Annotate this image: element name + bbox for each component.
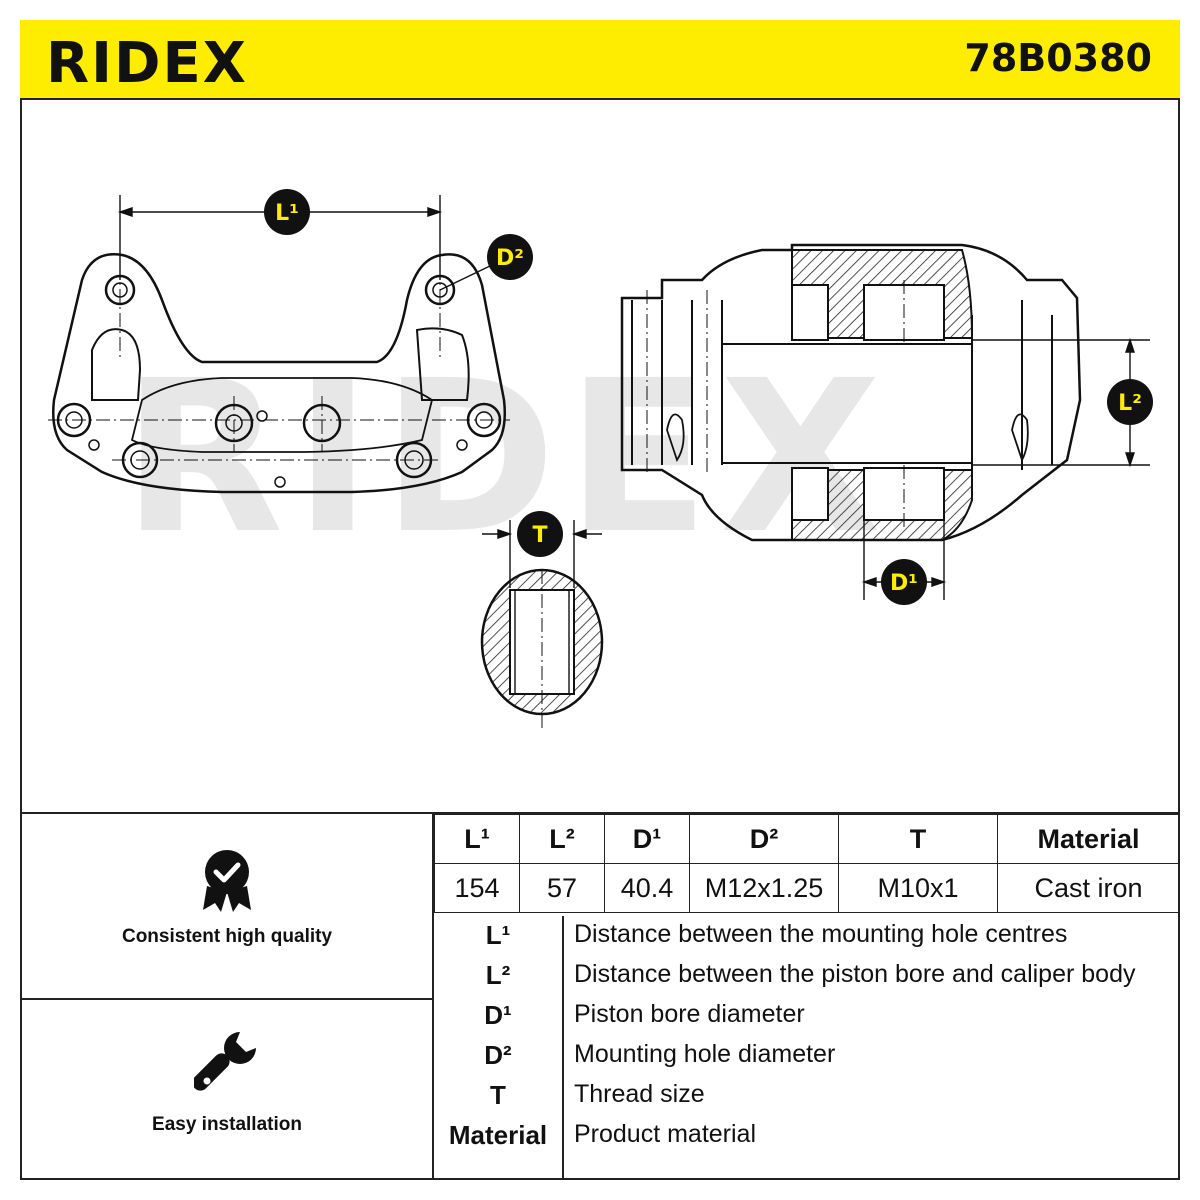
legend-key: L² — [485, 960, 511, 990]
specs-value-l1: 154 — [434, 863, 520, 913]
quality-badge-icon — [203, 850, 251, 912]
dimension-t: T — [482, 511, 602, 588]
legend-description: Thread size — [574, 1080, 705, 1108]
specs-header-d1: D¹ — [604, 814, 690, 864]
caliper-front-view — [48, 253, 510, 494]
specs-header-l2: L² — [519, 814, 605, 864]
legend-description: Mounting hole diameter — [574, 1040, 836, 1068]
specs-value-d1: 40.4 — [604, 863, 690, 913]
legend-key: L¹ — [485, 920, 511, 950]
l1-label: L¹ — [275, 201, 299, 226]
specs-header-t: T — [838, 814, 998, 864]
d1-label: D¹ — [890, 571, 918, 596]
feature-quality-label: Consistent high quality — [121, 926, 333, 947]
specs-value-d2: M12x1.25 — [689, 863, 839, 913]
brand-logo: RIDEX — [46, 31, 248, 92]
specs-value-material: Cast iron — [997, 863, 1180, 913]
dimension-d2: D² — [439, 234, 533, 291]
legend-row: D² Mounting hole diameter — [434, 1034, 1180, 1074]
feature-quality: Consistent high quality — [22, 814, 432, 1000]
legend-key: Material — [448, 1120, 548, 1150]
specs-header-d2: D² — [689, 814, 839, 864]
legend-divider — [562, 916, 564, 1178]
legend-description: Distance between the mounting hole centr… — [574, 920, 1068, 948]
legend-description: Piston bore diameter — [574, 1000, 805, 1028]
feature-installation: Easy installation — [22, 998, 432, 1180]
part-number: 78B0380 — [964, 36, 1152, 80]
technical-drawing: RIDEX — [20, 100, 1180, 812]
panel-divider — [432, 814, 434, 1178]
l1-marker: L¹ — [264, 189, 310, 235]
specs-table: L¹ L² D¹ D² T Material 154 57 40.4 M12x1… — [434, 814, 1180, 913]
specs-header-material: Material — [997, 814, 1180, 864]
feature-installation-label: Easy installation — [152, 1114, 302, 1135]
legend-row: L² Distance between the piston bore and … — [434, 954, 1180, 994]
caliper-section-view — [620, 243, 1082, 542]
legend-row: D¹ Piston bore diameter — [434, 994, 1180, 1034]
legend-key: D² — [484, 1040, 512, 1070]
specs-value-l2: 57 — [519, 863, 605, 913]
t-label: T — [532, 523, 547, 548]
dimension-l2: L² — [972, 337, 1153, 468]
legend-description: Product material — [574, 1120, 757, 1148]
d2-label: D² — [496, 246, 524, 271]
legend-key: D¹ — [484, 1000, 512, 1030]
legend-row: T Thread size — [434, 1074, 1180, 1114]
specs-header-row: L¹ L² D¹ D² T Material — [434, 814, 1180, 864]
wrench-icon — [194, 1032, 256, 1091]
legend-row: Material Product material — [434, 1114, 1180, 1154]
thread-detail-view — [480, 568, 604, 730]
header-bar: RIDEX 78B0380 — [20, 20, 1180, 100]
specs-value-row: 154 57 40.4 M12x1.25 M10x1 Cast iron — [434, 863, 1180, 913]
brand-logo-text: RIDEX — [46, 31, 248, 92]
specs-value-t: M10x1 — [838, 863, 998, 913]
legend: L¹ Distance between the mounting hole ce… — [434, 914, 1180, 1178]
dimension-d1: D¹ — [861, 520, 947, 605]
watermark-text: RIDEX — [122, 335, 892, 580]
specs-header-l1: L¹ — [434, 814, 520, 864]
info-panel: Consistent high quality Easy installatio… — [20, 812, 1180, 1180]
legend-key: T — [490, 1080, 506, 1110]
legend-description: Distance between the piston bore and cal… — [574, 960, 1136, 988]
caliper-drawing: RIDEX — [48, 189, 1153, 730]
legend-row: L¹ Distance between the mounting hole ce… — [434, 914, 1180, 954]
l2-label: L² — [1118, 391, 1142, 416]
